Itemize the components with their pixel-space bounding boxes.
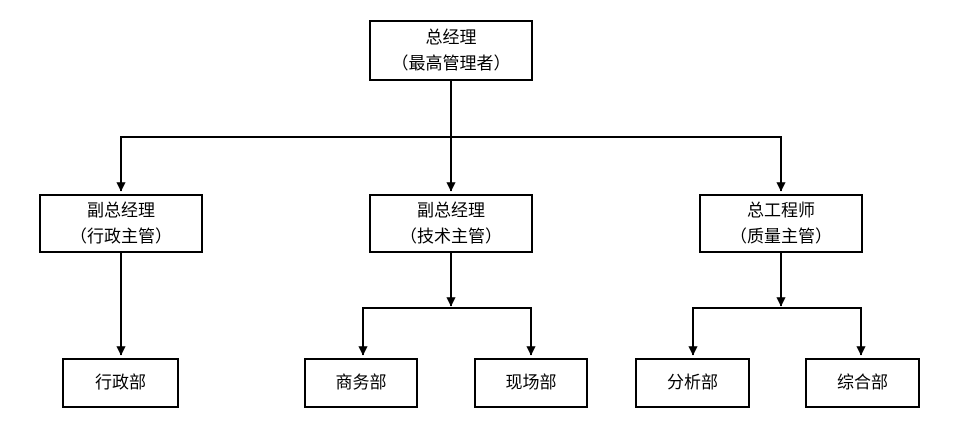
node-label: （最高管理者）	[391, 53, 511, 73]
node-site-dept: 现场部	[474, 358, 588, 408]
node-deputy-gm-tech: 副总经理 （技术主管）	[369, 194, 533, 253]
node-label: （行政主管）	[70, 226, 172, 246]
node-business-dept: 商务部	[304, 358, 418, 408]
node-analysis-dept: 分析部	[635, 358, 750, 408]
node-label: （技术主管）	[400, 226, 502, 246]
node-label: 总经理	[425, 28, 477, 47]
node-label: 副总经理	[87, 201, 155, 220]
node-label: 总工程师	[747, 201, 815, 220]
node-label: 综合部	[837, 373, 888, 393]
node-admin-dept: 行政部	[62, 358, 179, 408]
node-label: 分析部	[667, 373, 718, 393]
node-label: 行政部	[95, 373, 146, 393]
node-chief-engineer: 总工程师 （质量主管）	[699, 194, 863, 253]
node-deputy-gm-admin: 副总经理 （行政主管）	[39, 194, 203, 253]
node-label: （质量主管）	[730, 226, 832, 246]
node-label: 商务部	[335, 373, 387, 393]
node-general-dept: 综合部	[805, 358, 920, 408]
node-general-manager: 总经理 （最高管理者）	[369, 20, 533, 81]
node-label: 现场部	[505, 373, 557, 393]
node-label: 副总经理	[417, 201, 485, 220]
